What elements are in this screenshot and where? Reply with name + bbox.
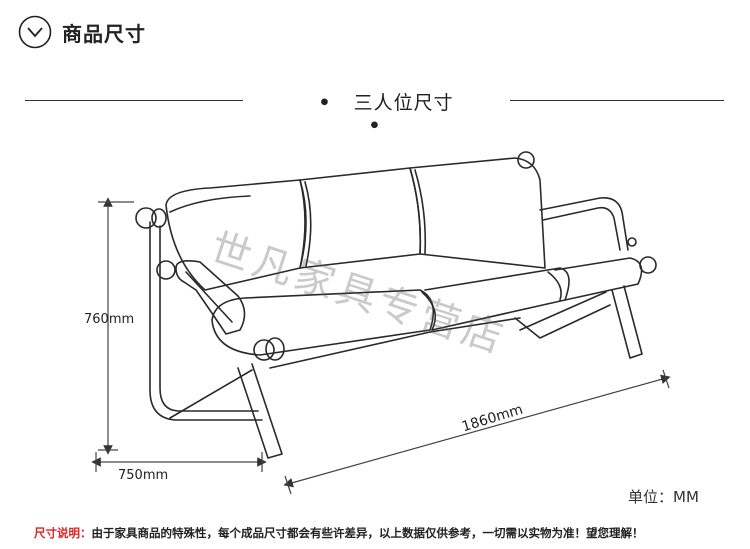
- height-label: 760mm: [84, 312, 135, 327]
- height-dimension-line: [98, 197, 134, 455]
- section-header: 商品尺寸: [18, 13, 146, 51]
- section-title: •三人位尺寸•: [270, 88, 480, 137]
- size-note: 尺寸说明：由于家具商品的特殊性，每个成品尺寸都会有些许差异，以上数据仅供参考，一…: [34, 525, 644, 541]
- sofa-frame: [135, 151, 657, 459]
- section-title-text: 三人位尺寸: [353, 92, 454, 114]
- depth-label: 750mm: [118, 468, 169, 483]
- width-dimension-line: [283, 369, 671, 495]
- depth-dimension-line: [91, 452, 267, 472]
- divider-right: [510, 100, 724, 101]
- size-note-label: 尺寸说明：: [34, 526, 92, 540]
- header-title: 商品尺寸: [62, 21, 146, 46]
- chevron-down-circle-icon: [18, 15, 52, 49]
- size-note-text: 由于家具商品的特殊性，每个成品尺寸都会有些许差异，以上数据仅供参考，一切需以实物…: [91, 526, 644, 540]
- title-dot-right: •: [368, 115, 382, 137]
- unit-label: 单位：MM: [628, 488, 699, 506]
- title-dot-left: •: [318, 92, 332, 114]
- divider-left: [25, 100, 243, 101]
